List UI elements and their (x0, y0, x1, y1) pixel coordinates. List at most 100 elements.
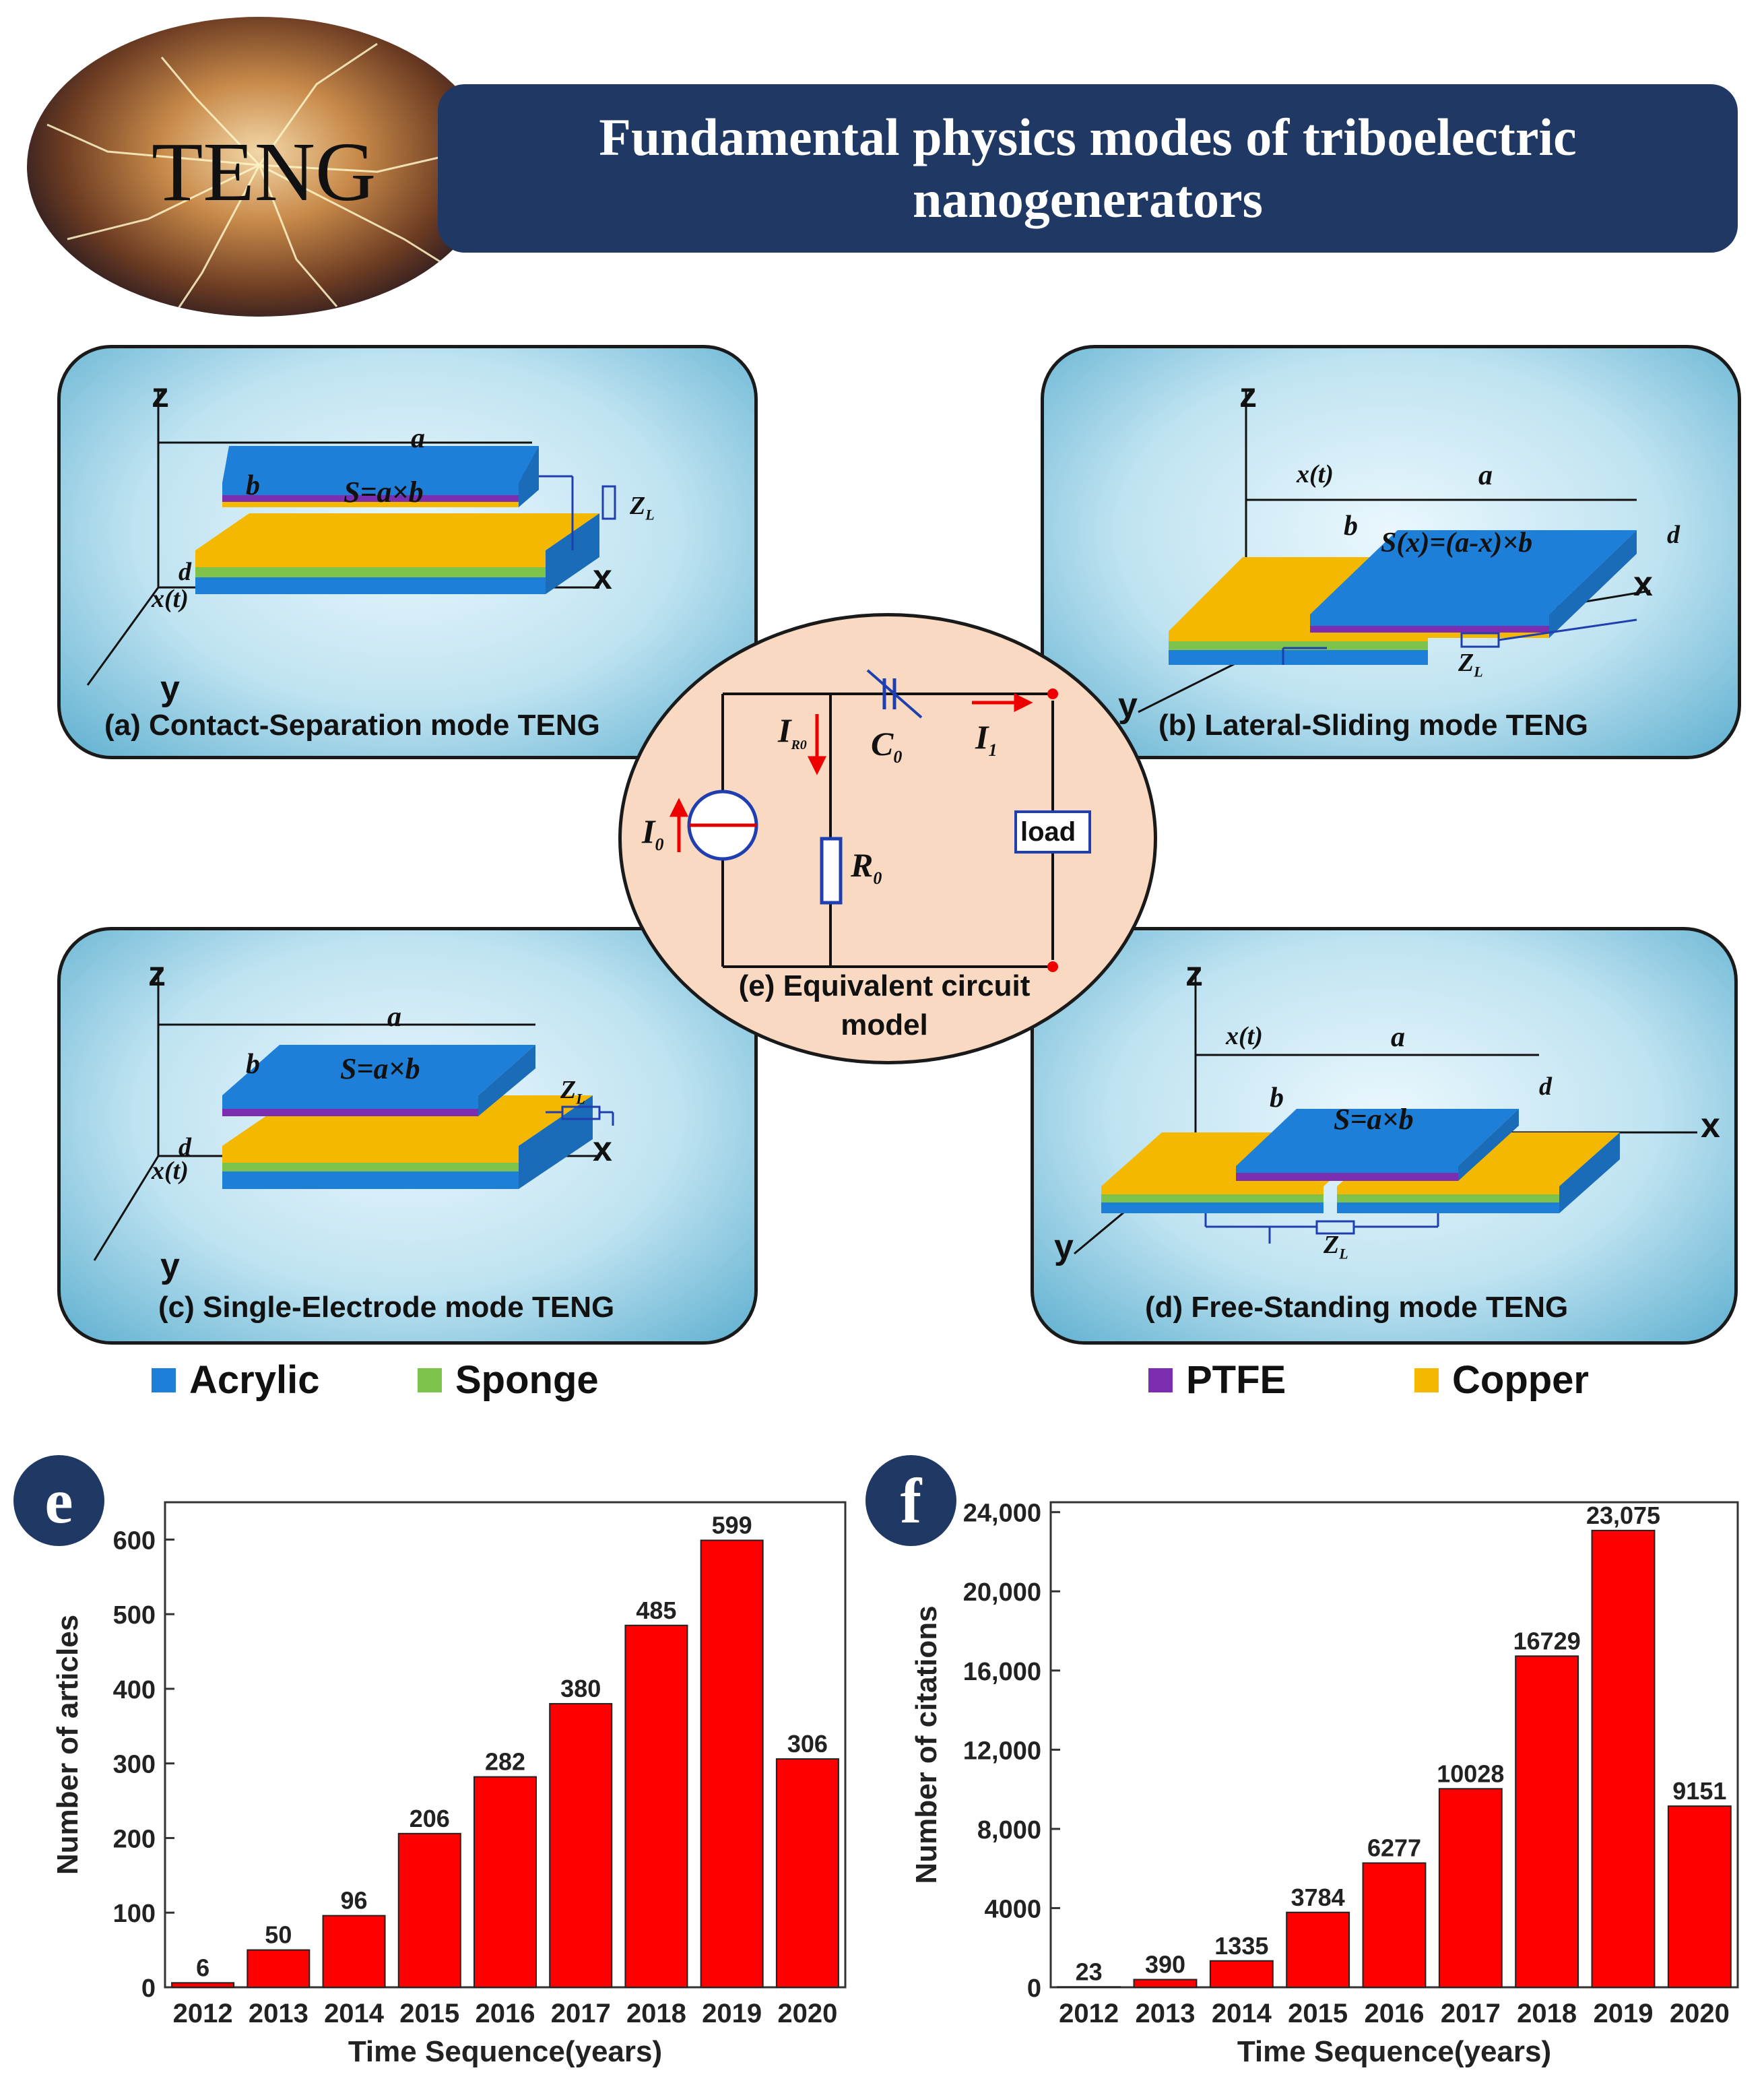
bar (549, 1703, 613, 1988)
bar-value-label: 306 (787, 1730, 828, 1758)
area-formula: S(x)=(a-x)×b (1381, 527, 1533, 558)
x-tick-label: 2019 (1594, 1999, 1654, 2028)
legend-swatch (1414, 1368, 1439, 1392)
x-tick-label: 2014 (324, 1999, 385, 2028)
x-tick-label: 2017 (551, 1999, 611, 2028)
bar-value-label: 23,075 (1586, 1502, 1660, 1529)
bar-value-label: 485 (636, 1597, 676, 1624)
load-impedance-label: ZL (560, 1076, 585, 1107)
load-impedance-label: ZL (1324, 1231, 1348, 1262)
y-tick-label: 24,000 (963, 1500, 1041, 1528)
axis-x-label: x (593, 1130, 612, 1169)
branch-current-label: IR0 (778, 711, 807, 752)
y-tick-label: 200 (113, 1825, 156, 1853)
x-tick-label: 2020 (1670, 1999, 1730, 2028)
y-tick-label: 100 (113, 1900, 156, 1928)
bar (1362, 1862, 1427, 1989)
area-formula: S=a×b (1334, 1103, 1414, 1136)
dim-b-label: b (246, 1049, 260, 1080)
load-current-label: I1 (975, 718, 998, 760)
y-tick-label: 600 (113, 1526, 156, 1555)
legend-sponge: Sponge (418, 1357, 599, 1403)
bar-value-label: 599 (712, 1511, 752, 1539)
equivalent-circuit-panel: I0 IR0 C0 I1 R0 load (e) Equivalent circ… (618, 613, 1157, 1064)
axis-z-label: z (148, 955, 166, 994)
panel-c-caption: (c) Single-Electrode mode TENG (158, 1291, 615, 1324)
dim-a-label: a (1391, 1022, 1405, 1053)
axis-x-label: x (593, 558, 612, 597)
dim-d-label: d (178, 1133, 191, 1161)
x-axis-title: Time Sequence(years) (1237, 2035, 1551, 2068)
panel-single-electrode: z x y a b S=a×b d x(t) ZL (c) Single-Ele… (57, 927, 758, 1345)
area-formula: S=a×b (344, 476, 424, 509)
bar (1667, 1805, 1732, 1988)
axis-z-label: z (1239, 376, 1257, 415)
dim-a-label: a (1478, 460, 1493, 491)
bar-value-label: 23 (1076, 1958, 1103, 1985)
legend-ptfe: PTFE (1148, 1357, 1286, 1403)
resistor-label: R0 (851, 846, 882, 888)
y-tick-label: 400 (113, 1676, 156, 1704)
bar (1133, 1979, 1198, 1988)
axis-z-label: z (152, 376, 169, 415)
dim-d-label: d (1667, 521, 1680, 549)
dim-xt-label: x(t) (152, 585, 189, 613)
bar-value-label: 96 (341, 1887, 368, 1915)
bar-value-label: 282 (485, 1748, 525, 1776)
legend-swatch (418, 1368, 442, 1392)
x-tick-label: 2016 (1365, 1999, 1425, 2028)
bar-value-label: 50 (265, 1921, 292, 1949)
bar (1286, 1911, 1350, 1989)
x-axis-title: Time Sequence(years) (348, 2035, 662, 2068)
x-tick-label: 2012 (1059, 1999, 1119, 2028)
bar (397, 1832, 461, 1988)
axis-x-label: x (1701, 1106, 1720, 1145)
x-tick-label: 2018 (1517, 1999, 1577, 2028)
title-banner: Fundamental physics modes of triboelectr… (438, 84, 1738, 253)
y-tick-label: 500 (113, 1601, 156, 1630)
single-electrode-diagram (93, 967, 614, 1261)
dim-xt-label: x(t) (1297, 460, 1334, 488)
dim-b-label: b (1270, 1083, 1284, 1114)
dim-a-label: a (411, 423, 425, 454)
axis-y-label: y (160, 1246, 180, 1285)
axis-x-label: x (1633, 565, 1653, 604)
teng-logo (27, 17, 492, 317)
y-tick-label: 16,000 (963, 1658, 1041, 1686)
x-tick-label: 2017 (1441, 1999, 1501, 2028)
load-impedance-label: ZL (1458, 649, 1483, 680)
axis-y-label: y (1118, 686, 1138, 725)
x-tick-label: 2014 (1212, 1999, 1272, 2028)
bar-value-label: 3784 (1291, 1884, 1345, 1911)
title-line-1: Fundamental physics modes of triboelectr… (599, 107, 1577, 166)
panel-free-standing: z x y x(t) a b S=a×b d ZL (d) Free-Stand… (1031, 927, 1738, 1345)
y-tick-label: 4000 (984, 1895, 1041, 1923)
bar (1209, 1960, 1274, 1988)
bar-value-label: 390 (1145, 1951, 1185, 1979)
panel-b-caption: (b) Lateral-Sliding mode TENG (1158, 709, 1589, 742)
x-tick-label: 2012 (173, 1999, 233, 2028)
x-tick-label: 2016 (476, 1999, 535, 2028)
axis-z-label: z (1185, 955, 1203, 994)
x-tick-label: 2015 (399, 1999, 459, 2028)
legend-copper: Copper (1414, 1357, 1589, 1403)
axis-y-label: y (1054, 1227, 1074, 1266)
axis-y-label: y (160, 669, 180, 708)
bar (171, 1982, 235, 1988)
bar (775, 1758, 839, 1988)
y-tick-label: 12,000 (963, 1737, 1041, 1765)
bar-value-label: 9151 (1672, 1777, 1726, 1805)
dim-a-label: a (387, 1002, 401, 1033)
bar-value-label: 1335 (1214, 1932, 1268, 1960)
capacitor-label: C0 (871, 725, 903, 767)
citations-bar-chart: 040008,00012,00016,00020,00024,000232012… (910, 1500, 1739, 2068)
bar (1591, 1529, 1656, 1988)
chart-f-badge: f (865, 1455, 956, 1546)
title-line-2: nanogenerators (913, 170, 1263, 228)
bar-value-label: 16729 (1513, 1627, 1581, 1654)
bar-value-label: 6277 (1367, 1834, 1421, 1862)
dim-b-label: b (246, 470, 260, 501)
dim-xt-label: x(t) (1226, 1022, 1263, 1050)
x-tick-label: 2013 (249, 1999, 308, 2028)
source-current-label: I0 (642, 812, 664, 854)
